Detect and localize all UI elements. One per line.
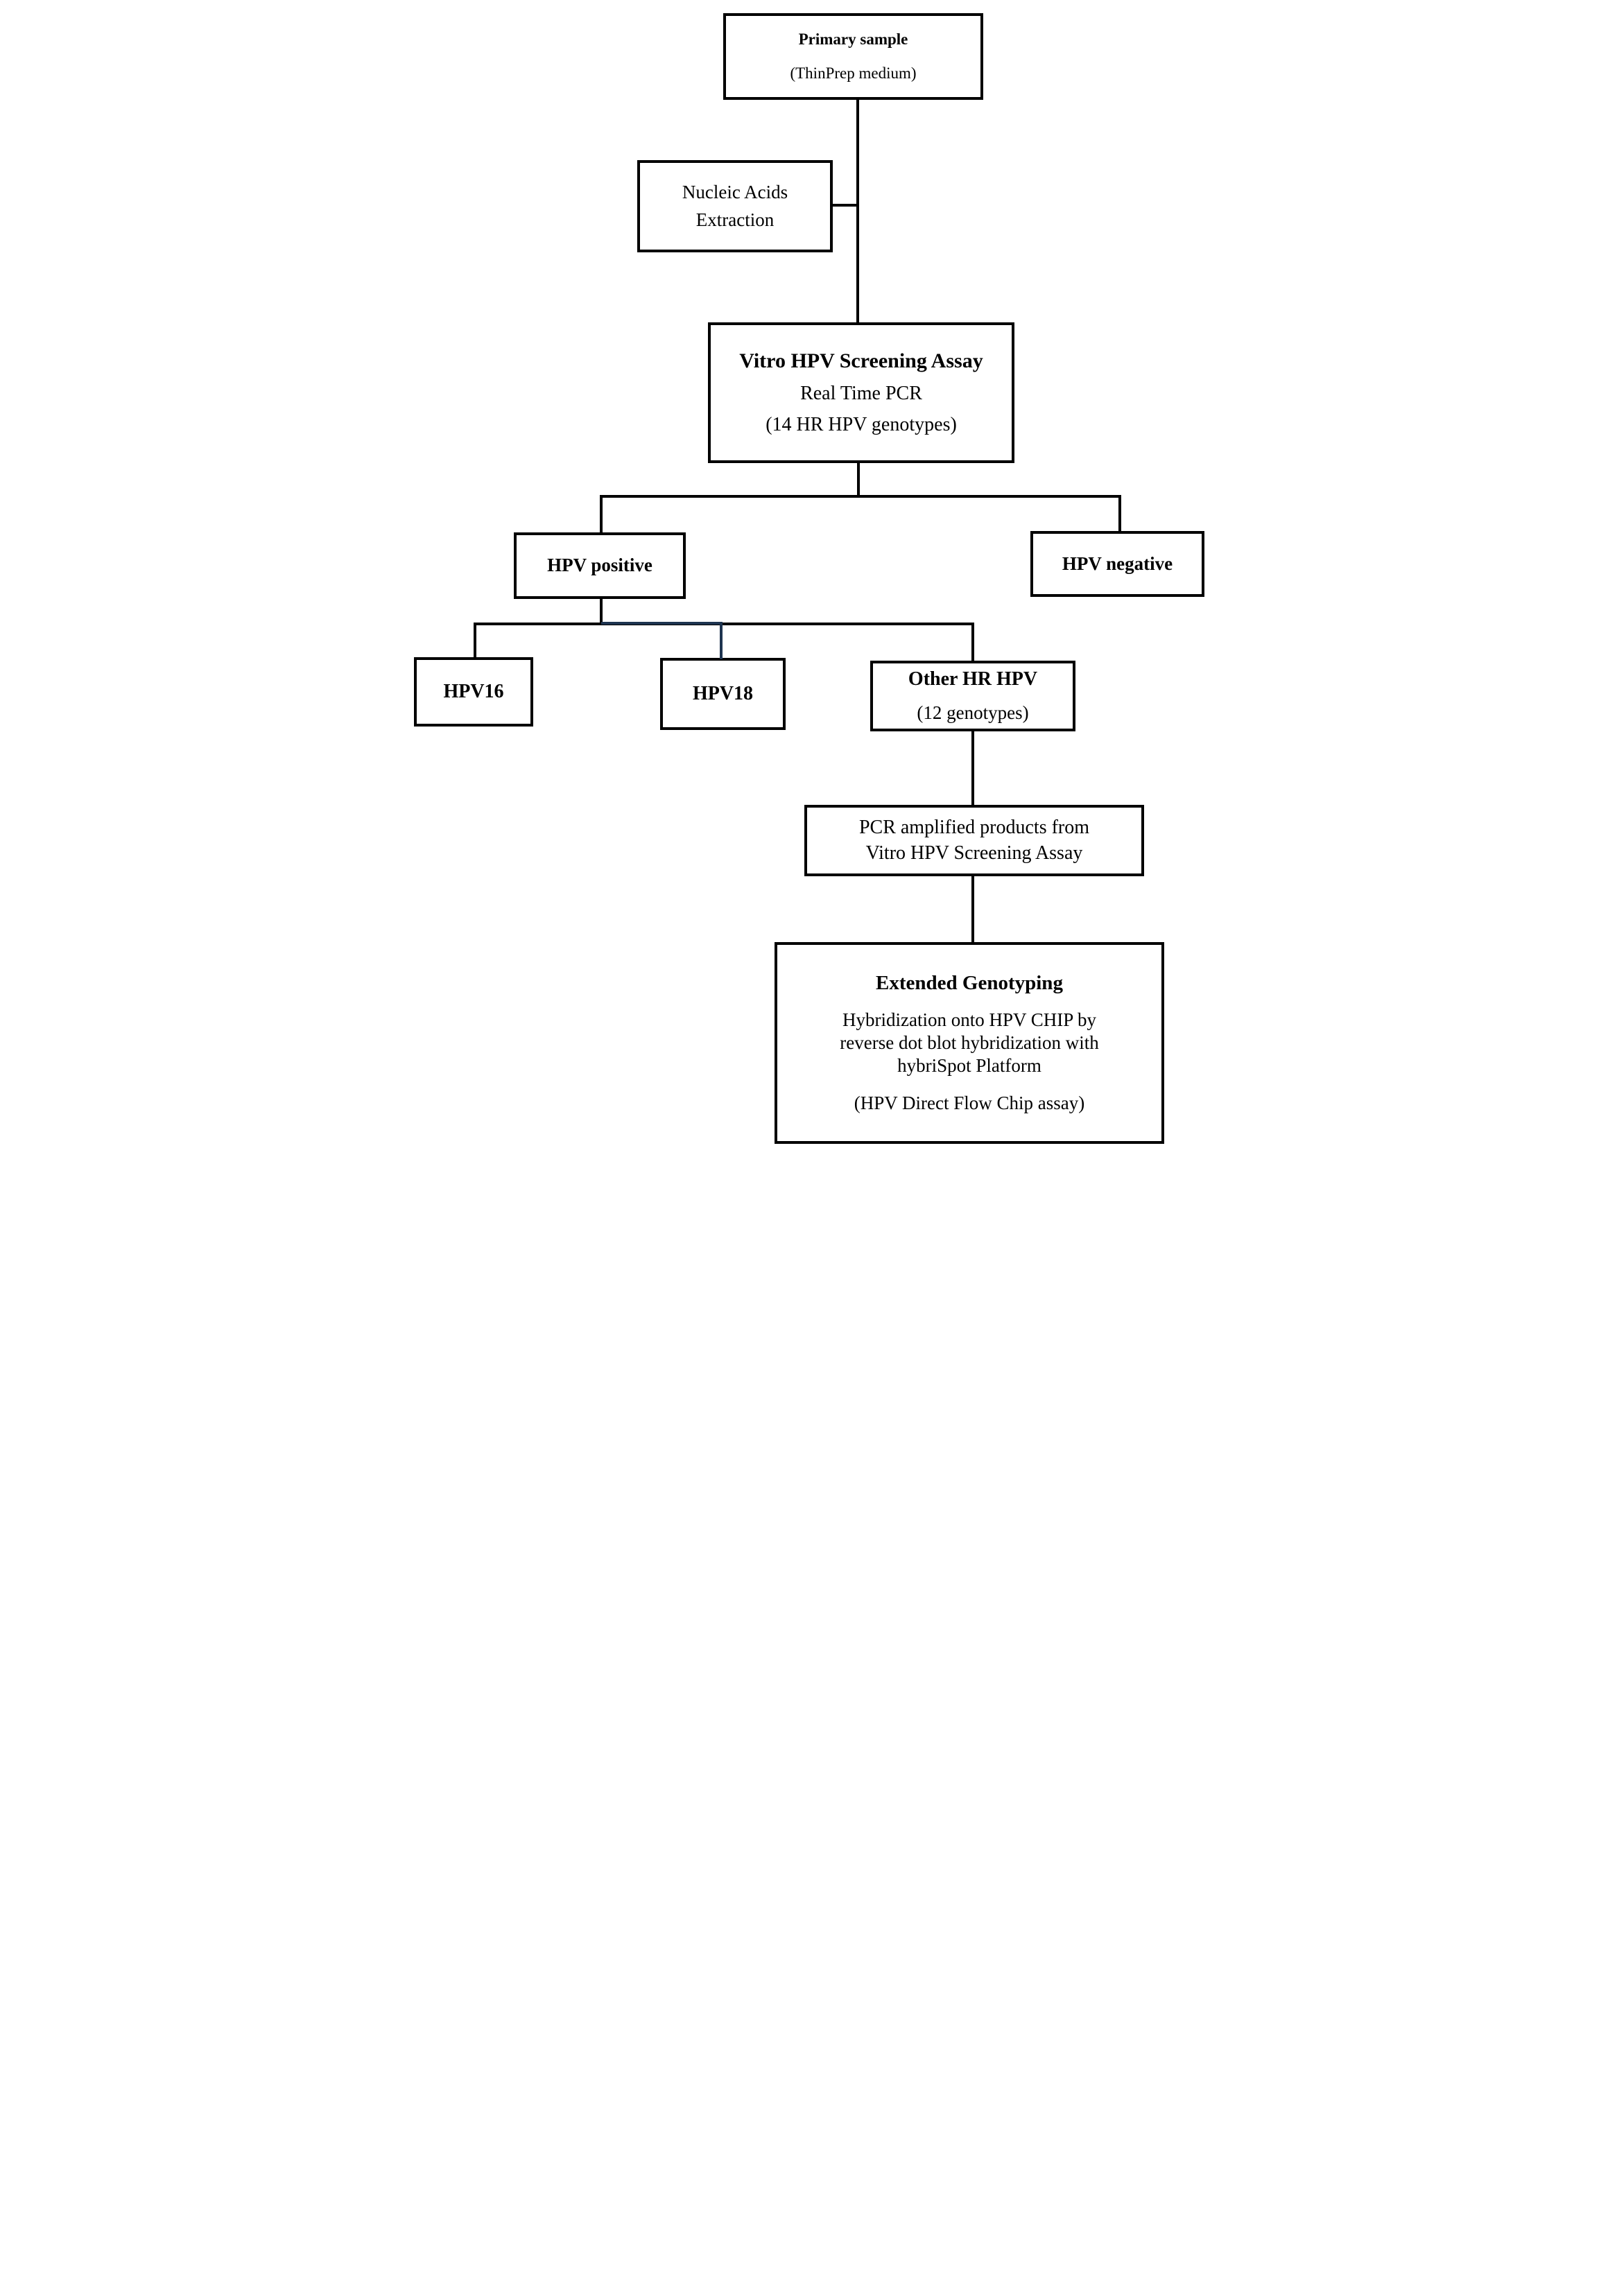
- connector-assay-to-branch: [857, 462, 860, 498]
- primary-sample-title: Primary sample: [798, 31, 908, 49]
- hpv-workflow-flowchart: Primary sample (ThinPrep medium) Nucleic…: [404, 0, 1213, 1148]
- screening-assay-line2: Real Time PCR: [800, 382, 922, 404]
- extended-genotyping-footnote: (HPV Direct Flow Chip assay): [854, 1093, 1085, 1114]
- node-vitro-hpv-screening-assay: Vitro HPV Screening Assay Real Time PCR …: [708, 322, 1014, 463]
- node-primary-sample: Primary sample (ThinPrep medium): [723, 13, 983, 100]
- connector-nucleic-extraction-stub: [831, 204, 859, 207]
- node-pcr-amplified-products: PCR amplified products from Vitro HPV Sc…: [804, 805, 1144, 876]
- extended-genotyping-body-line2: reverse dot blot hybridization with: [840, 1032, 1099, 1054]
- nucleic-extraction-line1: Nucleic Acids: [682, 182, 788, 203]
- pcr-products-line2: Vitro HPV Screening Assay: [865, 842, 1083, 864]
- connector-pcr-to-extended: [971, 875, 974, 943]
- screening-assay-line3: (14 HR HPV genotypes): [766, 413, 957, 435]
- connector-branch-to-positive: [600, 496, 603, 534]
- extended-genotyping-body-line1: Hybridization onto HPV CHIP by: [842, 1009, 1096, 1031]
- extended-genotyping-body-line3: hybriSpot Platform: [897, 1055, 1041, 1077]
- other-hr-hpv-subtitle: (12 genotypes): [917, 702, 1029, 724]
- node-hpv-positive: HPV positive: [514, 532, 686, 599]
- hpv-positive-label: HPV positive: [547, 555, 652, 576]
- node-hpv-negative: HPV negative: [1030, 531, 1204, 597]
- hpv16-label: HPV16: [443, 680, 504, 702]
- node-hpv16: HPV16: [414, 657, 533, 727]
- connector-blue-elbow-horizontal: [601, 622, 723, 625]
- hpv-negative-label: HPV negative: [1062, 553, 1173, 574]
- connector-primary-to-assay: [856, 98, 859, 324]
- primary-sample-subtitle: (ThinPrep medium): [790, 64, 917, 82]
- connector-blue-to-hpv18: [720, 622, 723, 659]
- pcr-products-line1: PCR amplified products from: [858, 817, 1090, 839]
- node-other-hr-hpv: Other HR HPV (12 genotypes): [870, 661, 1075, 731]
- extended-genotyping-body: Hybridization onto HPV CHIP by reverse d…: [840, 1009, 1098, 1077]
- node-nucleic-acids-extraction: Nucleic Acids Extraction: [637, 160, 833, 252]
- node-hpv18: HPV18: [660, 658, 786, 730]
- connector-branch-to-other-hr: [971, 624, 974, 662]
- screening-assay-title: Vitro HPV Screening Assay: [739, 349, 983, 373]
- connector-other-to-pcr: [971, 730, 974, 806]
- connector-branch-to-hpv16: [474, 624, 476, 659]
- connector-positive-to-branch: [600, 598, 603, 625]
- branch-line-positive-negative: [600, 495, 1121, 498]
- node-extended-genotyping: Extended Genotyping Hybridization onto H…: [775, 942, 1164, 1144]
- connector-branch-to-negative: [1118, 496, 1121, 532]
- extended-genotyping-title: Extended Genotyping: [876, 971, 1063, 994]
- other-hr-hpv-title: Other HR HPV: [908, 668, 1038, 690]
- hpv18-label: HPV18: [692, 682, 754, 704]
- branch-line-genotypes: [474, 623, 974, 625]
- nucleic-extraction-line2: Extraction: [695, 209, 775, 230]
